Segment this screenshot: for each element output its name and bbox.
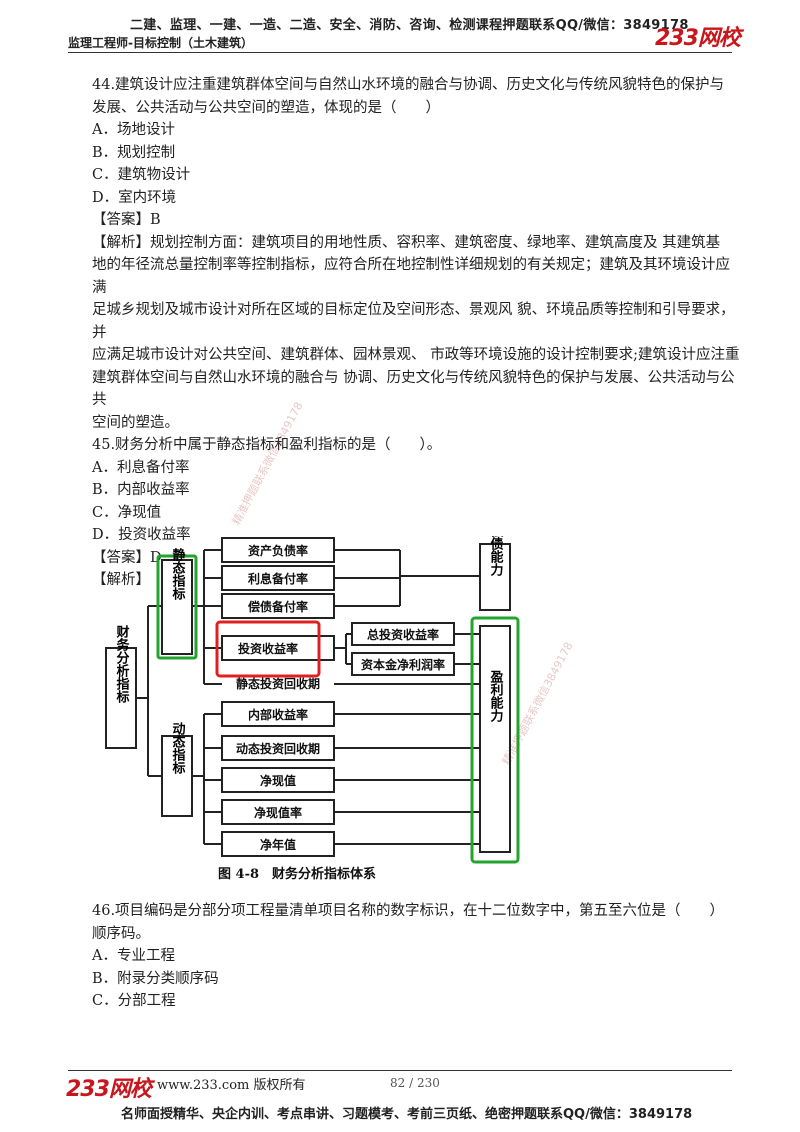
- q44-answer: 【答案】B: [92, 212, 161, 228]
- q44-stem-line2: 发展、公共活动与公共空间的塑造，体现的是（ ）: [92, 99, 440, 116]
- diagram-item: 净年值: [260, 837, 296, 852]
- q44-analysis-line: 【解析】规划控制方面：建筑项目的用地性质、容积率、建筑密度、绿地率、建筑高度及 …: [92, 234, 721, 251]
- investment-return-highlight: [215, 620, 321, 678]
- diagram-item: 偿债备付率: [248, 599, 308, 614]
- q44-analysis-line: 足城乡规划及城市设计对所在区域的目标定位及空间形态、景观风 貌、环境品质等控制和…: [92, 302, 735, 341]
- financial-indicator-diagram: 财务分析指标 静态指标 动态指标 偿债能力 盈利能力 资产负债率 利息备付率 偿…: [100, 523, 540, 888]
- profitability-label: 盈利能力: [488, 670, 505, 723]
- diagram-caption: 图 4-8 财务分析指标体系: [218, 866, 376, 882]
- root-label: 财务分析指标: [114, 624, 131, 704]
- q44-stem-line1: 44.建筑设计应注重建筑群体空间与自然山水环境的融合与协调、历史文化与传统风貌特…: [92, 77, 725, 93]
- footer-copyright: www.233.com 版权所有: [157, 1078, 306, 1093]
- q44-analysis-line: 空间的塑造。: [92, 414, 179, 431]
- header-divider: [68, 52, 732, 53]
- footer-divider: [68, 1070, 732, 1071]
- q45-answer: 【答案】D: [92, 549, 162, 566]
- document-subtitle: 监理工程师-目标控制（土木建筑）: [68, 36, 253, 50]
- q45-option-b: B．内部收益率: [92, 482, 190, 498]
- q44-option-a: A．场地设计: [92, 122, 175, 138]
- page-number: 82 / 230: [390, 1076, 440, 1090]
- q44-option-b: B．规划控制: [92, 144, 176, 161]
- static-highlight: [156, 554, 198, 660]
- q46-option-c: C．分部工程: [92, 993, 176, 1009]
- dynamic-group-label: 动态指标: [170, 722, 187, 775]
- q45-option-d: D．投资收益率: [92, 527, 191, 543]
- q44-analysis-line: 应满足城市设计对公共空间、建筑群体、园林景观、 市政等环境设施的设计控制要求;建…: [92, 347, 740, 363]
- header-contact-line: 二建、监理、一建、一造、二造、安全、消防、咨询、检测课程押题联系QQ/微信：38…: [130, 18, 689, 33]
- diagram-item: 内部收益率: [248, 707, 308, 722]
- diagram-item: 资产负债率: [248, 543, 308, 558]
- diagram-item: 静态投资回收期: [236, 676, 320, 691]
- diagram-item: 净现值: [260, 773, 296, 788]
- static-group-label: 静态指标: [170, 547, 187, 601]
- q45-analysis: 【解析】: [92, 572, 150, 588]
- profitability-highlight: [470, 616, 520, 864]
- question-46: 46.项目编码是分部分项工程量清单项目名称的数字标识，在十二位数字中，第五至六位…: [92, 900, 742, 1013]
- q45-option-c: C．净现值: [92, 504, 162, 521]
- q45-option-a: A．利息备付率: [92, 459, 190, 476]
- q44-option-c: C．建筑物设计: [92, 167, 191, 183]
- diagram-item: 动态投资回收期: [236, 741, 320, 756]
- footer-logo: 233网校: [66, 1077, 152, 1102]
- footer-contact-line: 名师面授精华、央企内训、考点串讲、习题模考、考前三页纸、绝密押题联系QQ/微信：…: [121, 1107, 693, 1122]
- profitability-box: [479, 625, 511, 853]
- solvency-box: [479, 543, 511, 611]
- q46-option-a: A．专业工程: [92, 948, 175, 964]
- q45-stem: 45.财务分析中属于静态指标和盈利指标的是（ ）。: [92, 437, 442, 453]
- q44-analysis-line: 建筑群体空间与自然山水环境的融合与 协调、历史文化与传统风貌特色的保护与发展、公…: [92, 369, 735, 409]
- diagram-svg: 财务分析指标 静态指标 动态指标 偿债能力 盈利能力 资产负债率 利息备付率 偿…: [105, 523, 520, 882]
- q44-analysis-line: 地的年径流总量控制率等控制指标，应符合所在地控制性详细规划的有关规定；建筑及其环…: [92, 257, 730, 296]
- q44-option-d: D．室内环境: [92, 189, 177, 206]
- diagram-item: 净现值率: [254, 805, 302, 820]
- q46-option-b: B．附录分类顺序码: [92, 970, 219, 987]
- brand-logo: 233网校: [655, 26, 741, 51]
- question-content: 44.建筑设计应注重建筑群体空间与自然山水环境的融合与协调、历史文化与传统风貌特…: [92, 74, 742, 592]
- diagram-item: 总投资收益率: [367, 627, 439, 642]
- q46-stem-line2: 顺序码。: [92, 925, 150, 942]
- diagram-item: 利息备付率: [248, 571, 308, 586]
- diagram-item: 资本金净利润率: [361, 657, 445, 672]
- q46-stem-line1: 46.项目编码是分部分项工程量清单项目名称的数字标识，在十二位数字中，第五至六位…: [92, 903, 725, 919]
- solvency-label: 偿债能力: [488, 536, 504, 577]
- diagram-item: 投资收益率: [238, 641, 298, 656]
